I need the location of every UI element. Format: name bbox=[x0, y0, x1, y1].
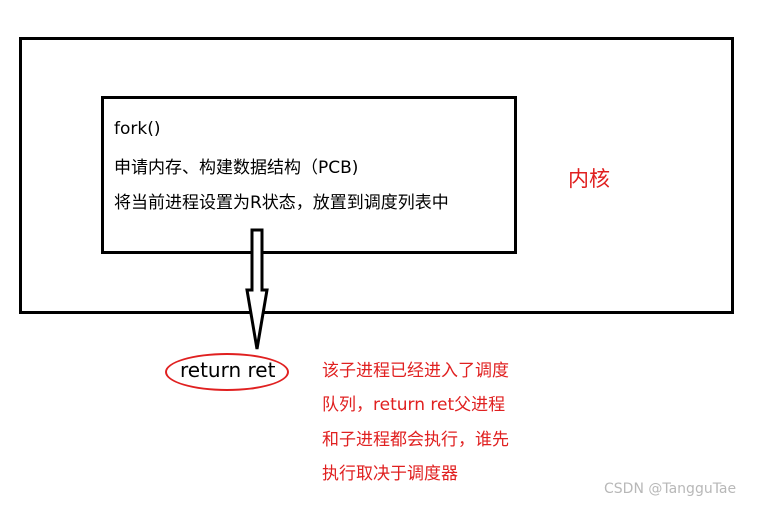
annotation-line: 执行取决于调度器 bbox=[322, 464, 458, 484]
kernel-label: 内核 bbox=[568, 167, 610, 191]
kernel-box bbox=[19, 37, 734, 314]
fork-process-box bbox=[101, 96, 517, 254]
watermark: CSDN @TangguTae bbox=[604, 481, 737, 497]
fork-call-text: fork() bbox=[114, 119, 161, 139]
return-text: return ret bbox=[180, 358, 276, 382]
alloc-memory-text: 申请内存、构建数据结构（PCB) bbox=[114, 158, 359, 178]
annotation-line: 和子进程都会执行，谁先 bbox=[322, 430, 509, 450]
set-state-text: 将当前进程设置为R状态，放置到调度列表中 bbox=[114, 193, 449, 213]
annotation-line: 该子进程已经进入了调度 bbox=[322, 361, 509, 381]
annotation-line: 队列，return ret父进程 bbox=[322, 395, 506, 415]
return-oval bbox=[165, 353, 289, 391]
